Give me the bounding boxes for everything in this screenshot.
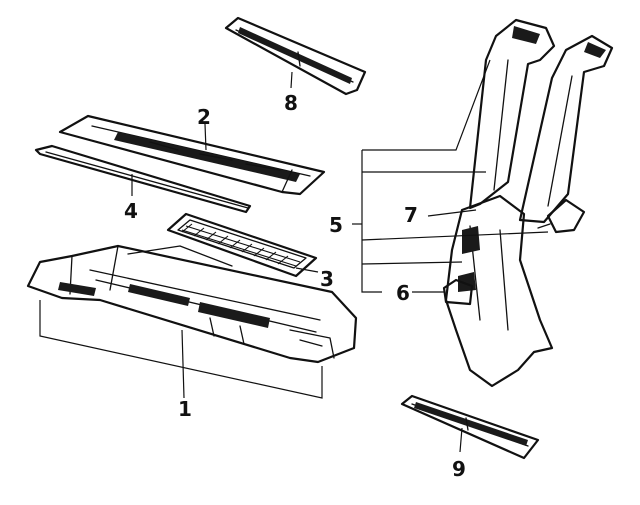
- part-8-cowl-panel: [224, 16, 367, 96]
- callout-4: 4: [124, 199, 138, 223]
- callout-8: 8: [284, 91, 298, 115]
- callout-2: 2: [197, 105, 211, 129]
- callout-1: 1: [178, 397, 192, 421]
- leader-lines: [39, 59, 549, 453]
- part-1-dash-panel: [26, 244, 358, 364]
- part-4-seal: [34, 144, 252, 214]
- part-3-vent-grille: [166, 212, 318, 278]
- pillar-assembly: [442, 18, 614, 388]
- callout-5: 5: [329, 213, 343, 237]
- callout-6: 6: [396, 281, 410, 305]
- callout-3: 3: [320, 267, 334, 291]
- part-9-sill-panel: [400, 394, 540, 460]
- callout-7: 7: [404, 203, 418, 227]
- part-2-cowl-top: [58, 114, 326, 196]
- callout-9: 9: [452, 457, 466, 481]
